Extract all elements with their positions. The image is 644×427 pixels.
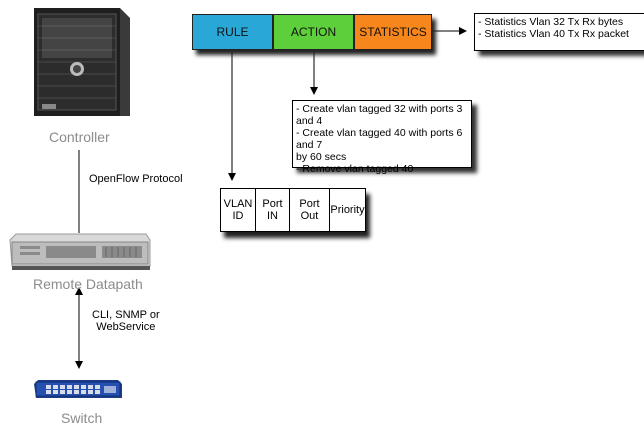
- datapath-server-icon: [6, 232, 152, 274]
- rule-field-vlan-id: VLAN ID: [220, 188, 256, 232]
- action-header: ACTION: [273, 14, 354, 50]
- controller-server-icon: [28, 4, 132, 120]
- action-note: - Create vlan tagged 32 with ports 3 and…: [292, 100, 472, 175]
- rule-field-priority: Priority: [329, 188, 366, 232]
- statistics-header-label: STATISTICS: [359, 25, 427, 39]
- rule-header: RULE: [192, 14, 273, 50]
- network-switch-icon: [34, 374, 124, 404]
- rule-header-label: RULE: [216, 25, 249, 39]
- controller-label: Controller: [49, 129, 110, 145]
- statistics-note: - Statistics Vlan 32 Tx Rx bytes - Stati…: [474, 13, 644, 51]
- rule-field-port-in: Port IN: [255, 188, 290, 232]
- management-protocol-label: CLI, SNMP or WebService: [92, 309, 160, 333]
- remote-datapath-label: Remote Datapath: [33, 276, 143, 292]
- statistics-header: STATISTICS: [354, 14, 432, 50]
- openflow-protocol-label: OpenFlow Protocol: [89, 173, 183, 185]
- action-header-label: ACTION: [290, 25, 337, 39]
- switch-label: Switch: [61, 410, 103, 426]
- rule-field-port-out: Port Out: [289, 188, 330, 232]
